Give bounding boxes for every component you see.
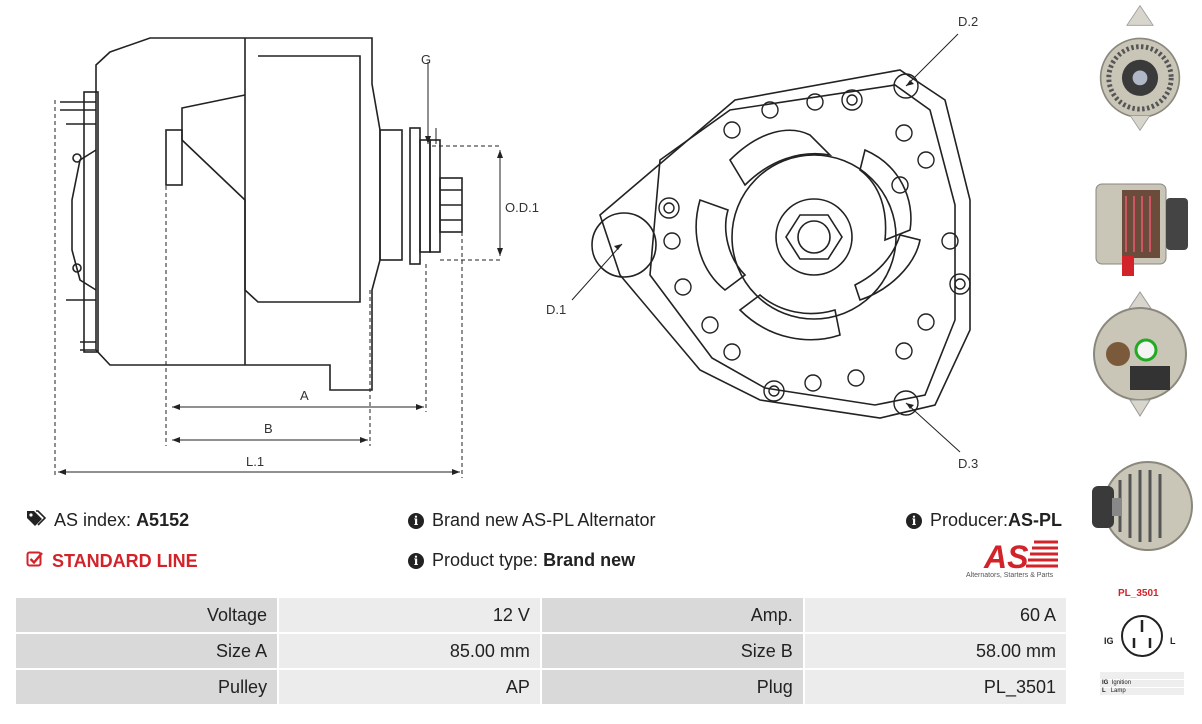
plug-pin-ig: IG (1104, 636, 1114, 646)
info-icon: i (906, 512, 922, 529)
table-row: Voltage 12 V Amp. 60 A (13, 596, 1069, 634)
technical-drawing: G O.D.1 A B L.1 D.1 D.2 D.3 (54, 14, 978, 478)
product-photo-side[interactable] (1086, 160, 1194, 288)
product-photo-angle[interactable] (1086, 440, 1194, 568)
legend-row: L Lamp (1100, 688, 1184, 695)
label-a: A (300, 388, 309, 403)
tags-icon (26, 510, 47, 531)
legend-spacer (1100, 672, 1184, 679)
as-index-row: AS index: A5152 (26, 510, 189, 531)
as-index-value: A5152 (136, 510, 190, 530)
as-pl-logo: AS (983, 539, 1058, 575)
label-g: G (421, 52, 431, 67)
label-b: B (264, 421, 273, 436)
plug-connector-icon (1121, 615, 1163, 657)
spec-value: 60 A (802, 596, 1069, 634)
label-d2: D.2 (958, 14, 978, 29)
info-icon: i (408, 512, 424, 529)
product-type-row: i Product type: Brand new (408, 550, 635, 571)
legend-row: IG Ignition (1100, 680, 1184, 687)
spec-key: Pulley (13, 668, 280, 706)
product-photo-rear[interactable] (1086, 290, 1194, 418)
as-index-label: AS index: (54, 510, 132, 530)
spec-value: PL_3501 (802, 668, 1069, 706)
logo-tagline: Alternators, Starters & Parts (966, 572, 1054, 579)
info-icon: i (408, 552, 424, 569)
producer-label: Producer: (930, 510, 1009, 530)
checkbox-checked-icon (26, 550, 44, 573)
description-text: Brand new AS-PL Alternator (432, 510, 656, 530)
producer-row: i Producer: AS-PL (906, 510, 1062, 531)
spec-value: 85.00 mm (277, 632, 542, 670)
label-l1: L.1 (246, 454, 264, 469)
label-d1: D.1 (546, 302, 566, 317)
description-row: i Brand new AS-PL Alternator (408, 510, 655, 531)
plug-pin-l: L (1170, 636, 1176, 646)
spec-key: Plug (539, 668, 805, 706)
producer-value: AS-PL (1008, 510, 1063, 530)
product-type-label: Product type: (432, 550, 539, 570)
product-type-value: Brand new (543, 550, 636, 570)
table-row: Size A 85.00 mm Size B 58.00 mm (13, 632, 1069, 670)
spec-value: AP (277, 668, 542, 706)
logo-mark: AS (983, 539, 1029, 575)
label-od1: O.D.1 (505, 200, 539, 215)
standard-line-row: STANDARD LINE (26, 550, 198, 573)
table-row: Pulley AP Plug PL_3501 (13, 668, 1069, 706)
plug-legend: IG Ignition L Lamp (1100, 672, 1184, 696)
spec-key: Size A (13, 632, 280, 670)
plug-title: PL_3501 (1118, 588, 1159, 599)
spec-value: 58.00 mm (802, 632, 1069, 670)
standard-line-label: STANDARD LINE (52, 551, 198, 571)
spec-value: 12 V (277, 596, 542, 634)
spec-key: Voltage (13, 596, 280, 634)
product-photo-front[interactable] (1086, 4, 1194, 132)
label-d3: D.3 (958, 456, 978, 471)
spec-key: Amp. (539, 596, 805, 634)
specs-table: Voltage 12 V Amp. 60 A Size A 85.00 mm S… (13, 596, 1069, 706)
spec-key: Size B (539, 632, 805, 670)
